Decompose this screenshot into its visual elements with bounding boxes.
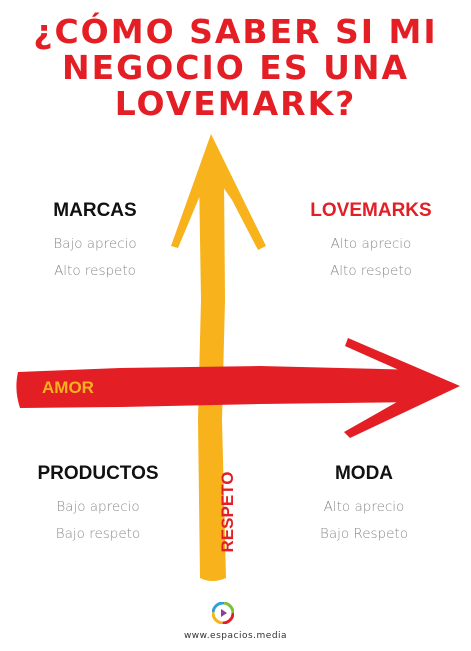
quadrant-line-respeto: Bajo respeto — [55, 526, 141, 542]
quadrant-productos: PRODUCTOS Bajo aprecio Bajo respeto — [18, 463, 178, 548]
quadrant-line-respeto: Alto respeto — [54, 263, 136, 279]
title-line-2: NEGOCIO ES UNA — [61, 48, 410, 87]
quadrant-moda: MODA Alto aprecio Bajo Respeto — [284, 463, 444, 548]
axis-label-amor: AMOR — [42, 378, 94, 397]
axis-label-respeto: RESPETO — [218, 471, 237, 553]
quadrant-title: MARCAS — [53, 200, 137, 221]
quadrant-lovemarks: LOVEMARKS Alto aprecio Alto respeto — [291, 200, 451, 285]
quadrant-line-aprecio: Bajo aprecio — [53, 236, 137, 252]
title-line-1: ¿CÓMO SABER SI MI — [33, 12, 438, 51]
page-title: ¿CÓMO SABER SI MI NEGOCIO ES UNA LOVEMAR… — [0, 14, 471, 122]
horizontal-arrow — [16, 338, 460, 438]
horizontal-arrow-shaft — [16, 366, 431, 408]
quadrant-line-respeto: Alto respeto — [330, 263, 412, 279]
quadrant-line-aprecio: Alto aprecio — [330, 236, 412, 252]
quadrant-title: PRODUCTOS — [37, 463, 159, 484]
footer-url: www.espacios.media — [183, 631, 288, 641]
quadrant-title: LOVEMARKS — [310, 200, 432, 221]
title-line-3: LOVEMARK? — [114, 84, 357, 123]
quadrant-marcas: MARCAS Bajo aprecio Alto respeto — [15, 200, 175, 285]
vertical-arrow-head — [171, 134, 266, 250]
quadrant-line-aprecio: Alto aprecio — [323, 499, 405, 515]
play-circle-logo-icon — [212, 602, 234, 624]
horizontal-arrow-head — [344, 338, 460, 438]
quadrant-title: MODA — [334, 463, 394, 484]
quadrant-line-respeto: Bajo Respeto — [320, 526, 408, 542]
quadrant-line-aprecio: Bajo aprecio — [56, 499, 140, 515]
